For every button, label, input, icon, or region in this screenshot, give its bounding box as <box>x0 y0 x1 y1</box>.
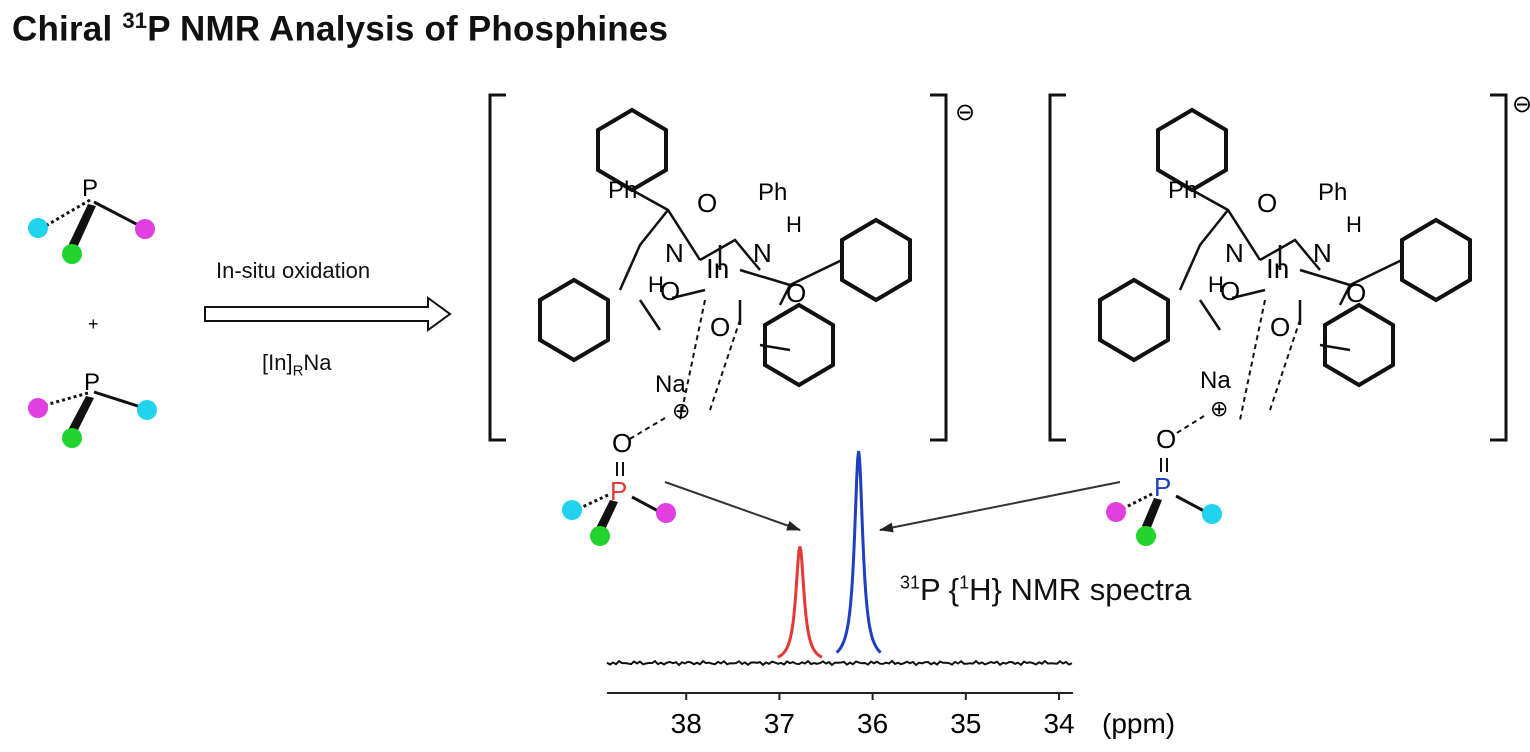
axis-tick-label-36: 36 <box>857 708 888 739</box>
reagent-bracket: [In] <box>262 350 293 375</box>
substituent-c-dot <box>62 244 82 264</box>
p-atom-top: P <box>82 175 98 202</box>
p-atom-red: P <box>610 476 627 506</box>
nmr-peak-1 <box>777 546 823 659</box>
oxygen-bottom: O <box>710 312 730 342</box>
axis-tick-label-35: 35 <box>950 708 981 739</box>
spectrum-baseline <box>606 659 1073 667</box>
label-mid: P { <box>920 572 960 607</box>
plus-sign: + <box>88 314 99 334</box>
oxygen-left: O <box>660 276 680 306</box>
oxygen-atom: O <box>697 188 717 218</box>
indium-complex-left: ⊖ O Ph Ph H N N In H O O O Na ⊕ <box>488 93 975 546</box>
spectrum-label: 31P {1H} NMR spectra <box>900 572 1191 608</box>
substituent-a-dot <box>28 218 48 238</box>
oxide-oxygen-right: O <box>1156 424 1176 454</box>
axis-tick-label-38: 38 <box>671 708 702 739</box>
nmr-spectrum: 38 37 36 35 34 (ppm) <box>606 450 1175 739</box>
axis-tick-label-34: 34 <box>1043 708 1074 739</box>
nmr-peak-2 <box>835 450 882 654</box>
reagent-subscript: R <box>292 362 304 380</box>
phosphine-top: P <box>28 175 155 264</box>
cation-charge-2: ⊕ <box>1210 396 1228 421</box>
page-title: Chiral 31P NMR Analysis of Phosphines <box>12 8 668 50</box>
label-end: H} NMR spectra <box>969 572 1192 607</box>
condition-reagent: [In]RNa <box>262 350 332 379</box>
reaction-arrow <box>204 296 452 332</box>
substituent-b-dot <box>135 219 155 239</box>
anion-charge-2: ⊖ <box>1512 91 1530 118</box>
oxygen-atom-2: O <box>1257 188 1277 218</box>
nitrogen-left-2: N <box>1225 238 1244 268</box>
hydrogen-label-3: H <box>1346 212 1362 237</box>
p-atom-blue: P <box>1154 472 1171 502</box>
label-superscript-1: 1 <box>959 572 970 593</box>
sodium-label: Na <box>655 371 686 398</box>
indium-label: In <box>706 253 729 284</box>
phosphine-bottom: P <box>28 369 157 448</box>
p-atom-bottom: P <box>84 369 100 396</box>
hydrogen-label-4: H <box>1208 272 1224 297</box>
title-rest: P NMR Analysis of Phosphines <box>147 9 669 49</box>
title-prefix: Chiral <box>12 9 123 49</box>
indium-complex-right: ⊖ O Ph Ph H N N In H O O O Na ⊕ O <box>1048 91 1530 546</box>
oxygen-right-2: O <box>1346 278 1366 308</box>
oxygen-left-2: O <box>1220 276 1240 306</box>
hydrogen-label-2: H <box>648 272 664 297</box>
arrow-to-red-peak <box>664 481 801 531</box>
phenyl-label-2: Ph <box>758 179 787 206</box>
axis-unit: (ppm) <box>1102 708 1175 739</box>
indium-label-2: In <box>1266 253 1289 284</box>
anion-charge: ⊖ <box>955 99 975 126</box>
oxygen-right: O <box>786 278 806 308</box>
nitrogen-right: N <box>753 238 772 268</box>
axis-tick-label-37: 37 <box>764 708 795 739</box>
oxygen-bottom-2: O <box>1270 312 1290 342</box>
phenyl-label: Ph <box>608 177 637 204</box>
phenyl-label-3: Ph <box>1168 177 1197 204</box>
cation-charge: ⊕ <box>672 398 690 423</box>
nitrogen-left: N <box>665 238 684 268</box>
title-superscript: 31 <box>122 8 148 33</box>
label-superscript-31: 31 <box>900 572 921 593</box>
arrow-to-blue-peak <box>879 481 1121 533</box>
reagent-sodium: Na <box>303 350 332 375</box>
oxide-oxygen-left: O <box>612 428 632 458</box>
phenyl-label-4: Ph <box>1318 179 1347 206</box>
sodium-label-2: Na <box>1200 367 1231 394</box>
hydrogen-label: H <box>786 212 802 237</box>
nitrogen-right-2: N <box>1313 238 1332 268</box>
condition-oxidation: In-situ oxidation <box>216 258 371 283</box>
